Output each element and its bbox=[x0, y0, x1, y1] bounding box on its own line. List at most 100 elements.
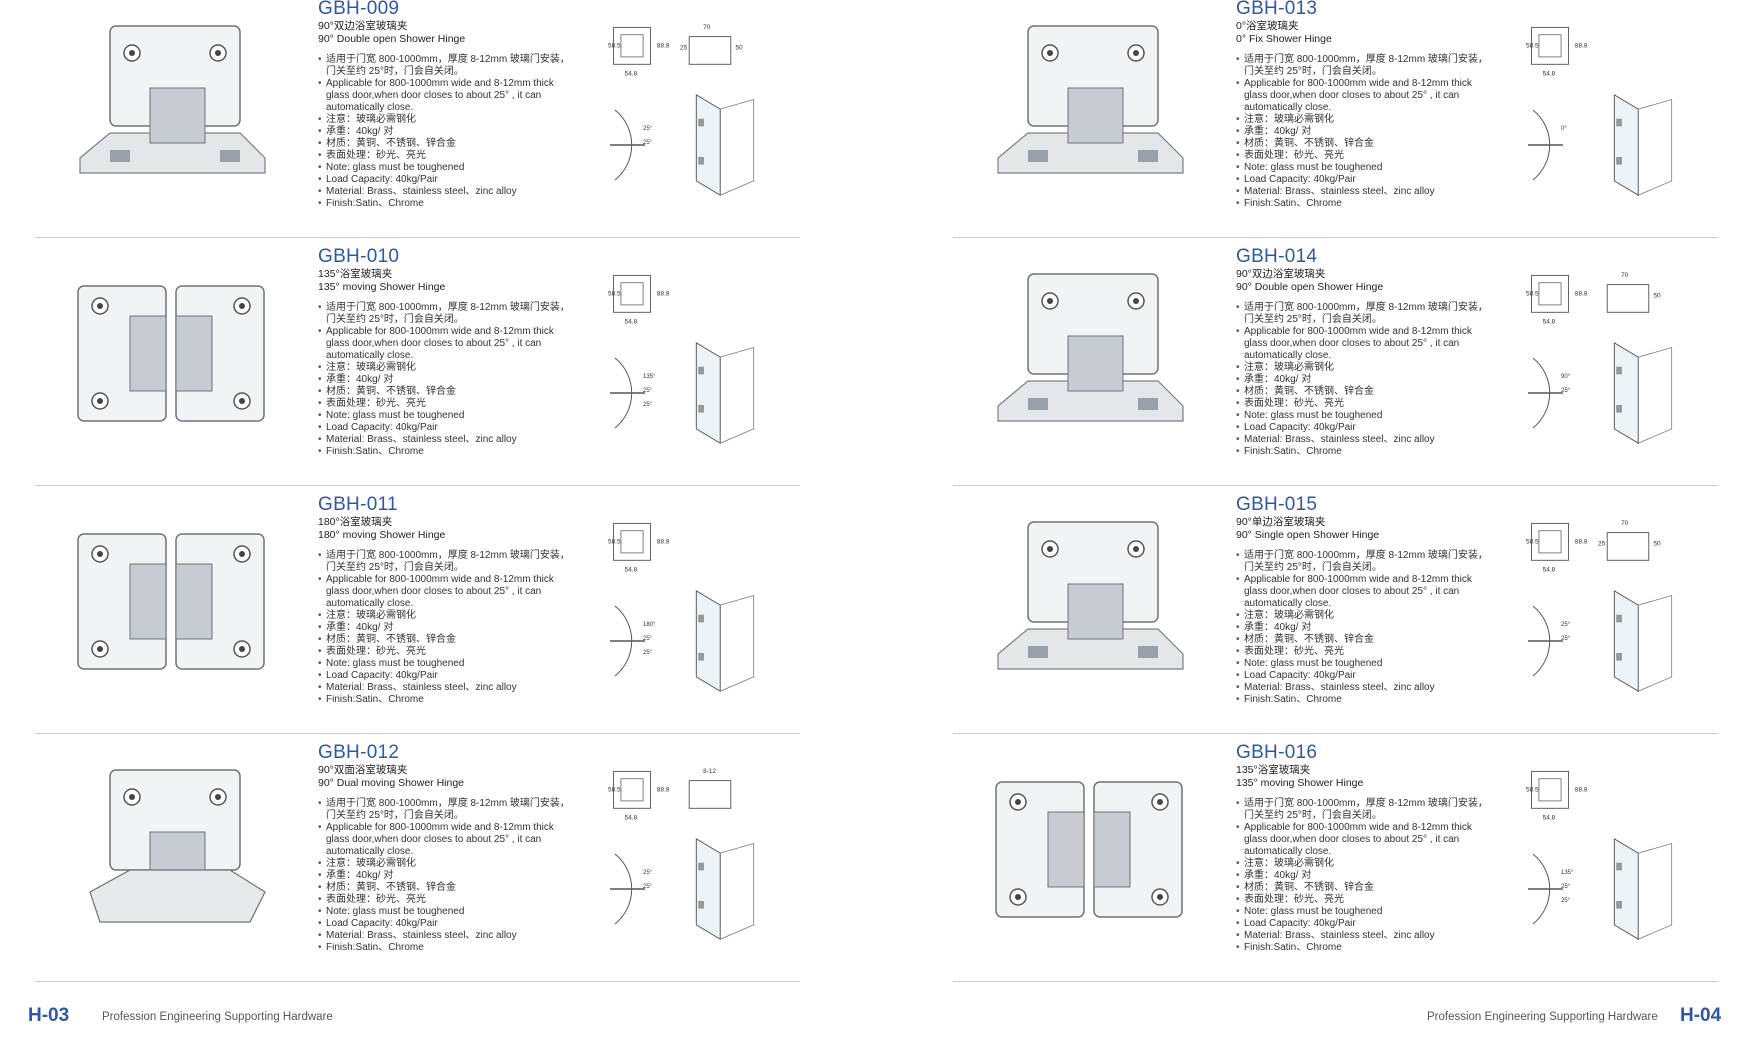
dimension-label: 58.5 bbox=[1526, 539, 1539, 546]
dimension-drawing: 88.854.858.5 bbox=[1526, 770, 1588, 821]
hinge-photo bbox=[89, 769, 266, 923]
shower-door-diagram bbox=[695, 589, 755, 693]
spec-item: 材质：黄铜、不锈钢、锌合金 bbox=[1236, 138, 1496, 150]
hinge-photo bbox=[997, 25, 1184, 174]
product-name-cn: 135°浴室玻璃夹 bbox=[318, 268, 393, 280]
product-code: GBH-010 bbox=[318, 246, 400, 267]
dimension-label: 88.8 bbox=[657, 787, 670, 794]
swing-angle-diagram: 25°25° bbox=[1528, 605, 1571, 677]
product-name-en: 90° Single open Shower Hinge bbox=[1236, 529, 1380, 541]
spec-item: 材质：黄铜、不锈钢、锌合金 bbox=[318, 386, 578, 398]
angle-label: 25° bbox=[643, 402, 653, 408]
spec-item: Note: glass must be toughened bbox=[1236, 410, 1496, 422]
dimension-label: 88.8 bbox=[657, 539, 670, 546]
spec-item: 适用于门宽 800-1000mm，厚度 8-12mm 玻璃门安装，门关至约 25… bbox=[318, 54, 578, 78]
dimension-label: 54.8 bbox=[1543, 70, 1556, 77]
product-name-en: 0° Fix Shower Hinge bbox=[1236, 33, 1332, 45]
dimension-label: 70 bbox=[703, 24, 711, 31]
spec-list: 适用于门宽 800-1000mm，厚度 8-12mm 玻璃门安装，门关至约 25… bbox=[318, 798, 578, 954]
section-divider bbox=[953, 981, 1718, 982]
spec-item: Finish:Satin、Chrome bbox=[318, 942, 578, 954]
swing-angle-diagram: 135°25°25° bbox=[1528, 853, 1574, 925]
product-name-cn: 180°浴室玻璃夹 bbox=[318, 516, 393, 528]
hinge-photo bbox=[997, 273, 1184, 422]
spec-item: Applicable for 800-1000mm wide and 8-12m… bbox=[1236, 574, 1496, 610]
spec-item: Material: Brass、stainless steel、zinc all… bbox=[1236, 682, 1496, 694]
spec-item: 表面处理：砂光、亮光 bbox=[1236, 894, 1496, 906]
spec-item: Load Capacity: 40kg/Pair bbox=[318, 174, 578, 186]
spec-item: Note: glass must be toughened bbox=[318, 410, 578, 422]
angle-label: 25° bbox=[1561, 388, 1571, 394]
spec-item: 材质：黄铜、不锈钢、锌合金 bbox=[1236, 634, 1496, 646]
spec-item: 表面处理：砂光、亮光 bbox=[318, 398, 578, 410]
dimension-drawing: 88.854.858.5 bbox=[608, 274, 670, 325]
spec-item: Load Capacity: 40kg/Pair bbox=[1236, 422, 1496, 434]
spec-item: Note: glass must be toughened bbox=[1236, 162, 1496, 174]
spec-item: 适用于门宽 800-1000mm，厚度 8-12mm 玻璃门安装，门关至约 25… bbox=[1236, 54, 1496, 78]
angle-label: 25° bbox=[1561, 884, 1571, 890]
section-divider bbox=[953, 485, 1718, 486]
spec-item: Material: Brass、stainless steel、zinc all… bbox=[318, 682, 578, 694]
spec-item: 注意：玻璃必需钢化 bbox=[1236, 610, 1496, 622]
swing-angle-diagram: 180°25°25° bbox=[610, 605, 656, 677]
dimension-label: 54.8 bbox=[1543, 566, 1556, 573]
spec-item: Finish:Satin、Chrome bbox=[318, 694, 578, 706]
spec-item: 表面处理：砂光、亮光 bbox=[1236, 150, 1496, 162]
angle-label: 25° bbox=[643, 650, 653, 656]
dimension-label: 58.5 bbox=[608, 291, 621, 298]
spec-item: 承重：40kg/ 对 bbox=[1236, 622, 1496, 634]
dimension-label: 58.5 bbox=[608, 539, 621, 546]
spec-item: Note: glass must be toughened bbox=[318, 906, 578, 918]
spec-item: 承重：40kg/ 对 bbox=[318, 374, 578, 386]
angle-label: 25° bbox=[643, 884, 653, 890]
product-name-en: 135° moving Shower Hinge bbox=[318, 281, 446, 293]
shower-door-diagram bbox=[1613, 93, 1673, 197]
spec-item: 承重：40kg/ 对 bbox=[1236, 126, 1496, 138]
product-name-cn: 135°浴室玻璃夹 bbox=[1236, 764, 1311, 776]
spec-item: 材质：黄铜、不锈钢、锌合金 bbox=[318, 138, 578, 150]
spec-item: 表面处理：砂光、亮光 bbox=[318, 894, 578, 906]
page-number-left: H-03 bbox=[28, 1005, 70, 1026]
shower-door-diagram bbox=[695, 341, 755, 445]
angle-label: 25° bbox=[1561, 898, 1571, 904]
spec-list: 适用于门宽 800-1000mm，厚度 8-12mm 玻璃门安装，门关至约 25… bbox=[318, 54, 578, 210]
spec-item: Note: glass must be toughened bbox=[1236, 658, 1496, 670]
spec-item: 适用于门宽 800-1000mm，厚度 8-12mm 玻璃门安装，门关至约 25… bbox=[318, 302, 578, 326]
spec-item: 承重：40kg/ 对 bbox=[1236, 870, 1496, 882]
dimension-label: 58.5 bbox=[608, 787, 621, 794]
angle-label: 90° bbox=[1561, 374, 1571, 380]
spec-item: Applicable for 800-1000mm wide and 8-12m… bbox=[1236, 326, 1496, 362]
dimension-label: 8-12 bbox=[703, 768, 716, 775]
dimension-drawing: 88.854.858.5 bbox=[1526, 26, 1588, 77]
spec-list: 适用于门宽 800-1000mm，厚度 8-12mm 玻璃门安装，门关至约 25… bbox=[1236, 54, 1496, 210]
spec-item: Finish:Satin、Chrome bbox=[1236, 446, 1496, 458]
swing-angle-diagram: 135°25°25° bbox=[610, 357, 656, 429]
product-name-en: 90° Double open Shower Hinge bbox=[1236, 281, 1384, 293]
spec-item: 适用于门宽 800-1000mm，厚度 8-12mm 玻璃门安装，门关至约 25… bbox=[318, 550, 578, 574]
spec-item: 注意：玻璃必需钢化 bbox=[318, 114, 578, 126]
spec-item: Applicable for 800-1000mm wide and 8-12m… bbox=[1236, 822, 1496, 858]
spec-item: Load Capacity: 40kg/Pair bbox=[318, 670, 578, 682]
spec-item: 承重：40kg/ 对 bbox=[318, 126, 578, 138]
dimension-label: 88.8 bbox=[1575, 539, 1588, 546]
product-code: GBH-011 bbox=[318, 494, 398, 515]
spec-item: 承重：40kg/ 对 bbox=[1236, 374, 1496, 386]
swing-angle-diagram: 25°25° bbox=[610, 853, 653, 925]
spec-item: Applicable for 800-1000mm wide and 8-12m… bbox=[318, 78, 578, 114]
dimension-label: 88.8 bbox=[1575, 43, 1588, 50]
product-code: GBH-009 bbox=[318, 0, 400, 19]
product-name-cn: 90°单边浴室玻璃夹 bbox=[1236, 516, 1326, 528]
spec-item: Load Capacity: 40kg/Pair bbox=[318, 422, 578, 434]
spec-item: Load Capacity: 40kg/Pair bbox=[1236, 918, 1496, 930]
spec-item: 注意：玻璃必需钢化 bbox=[318, 362, 578, 374]
spec-item: 适用于门宽 800-1000mm，厚度 8-12mm 玻璃门安装，门关至约 25… bbox=[1236, 302, 1496, 326]
product-name-cn: 90°双边浴室玻璃夹 bbox=[1236, 268, 1326, 280]
